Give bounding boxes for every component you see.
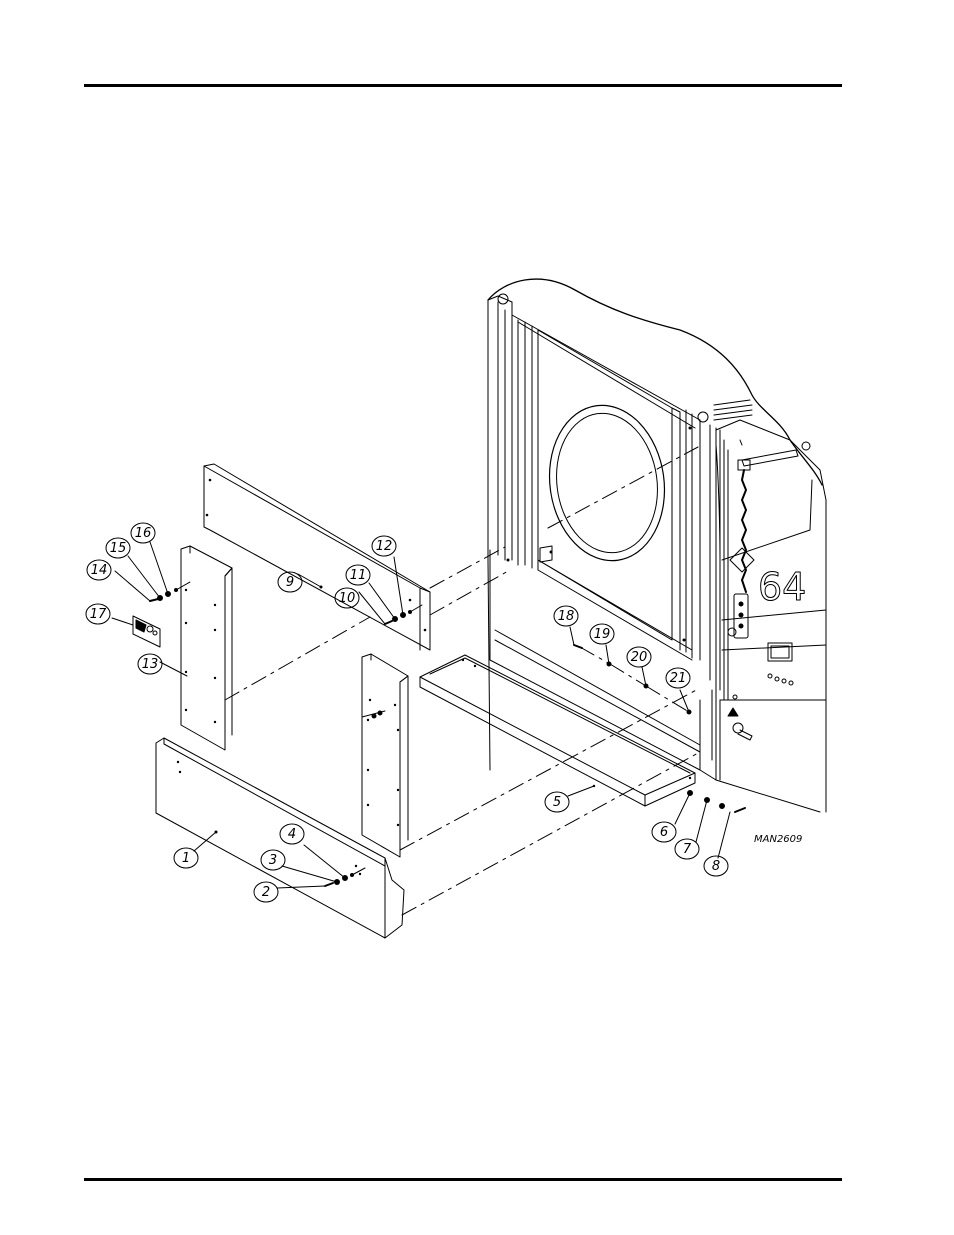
svg-text:17: 17	[90, 607, 107, 622]
svg-text:14: 14	[91, 563, 108, 578]
leader-lines	[111, 541, 731, 889]
callout-13: 13	[137, 653, 163, 675]
svg-text:16: 16	[135, 526, 152, 541]
svg-text:4: 4	[288, 827, 296, 842]
svg-text:18: 18	[558, 609, 575, 624]
svg-text:10: 10	[339, 591, 356, 606]
part-1-front-panel	[155, 737, 405, 939]
callout-15: 15	[105, 537, 131, 559]
svg-text:21: 21	[670, 671, 687, 686]
svg-text:9: 9	[286, 575, 294, 590]
svg-text:2: 2	[262, 885, 270, 900]
svg-text:6: 6	[660, 825, 668, 840]
callout-12: 12	[371, 535, 397, 557]
callout-21: 21	[665, 667, 691, 689]
callout-7: 7	[674, 838, 700, 860]
part-13-left-side-panel	[180, 545, 233, 751]
callout-balloons: 1 2 3 4 5 6 7 8 9 10 11 12 13 14 15 16 1…	[85, 522, 729, 903]
callout-20: 20	[626, 646, 652, 668]
callout-14: 14	[86, 559, 112, 581]
callout-4: 4	[279, 823, 305, 845]
svg-text:8: 8	[712, 859, 720, 874]
svg-text:3: 3	[269, 853, 277, 868]
svg-text:12: 12	[376, 539, 393, 554]
svg-text:13: 13	[142, 657, 159, 672]
svg-text:1: 1	[182, 851, 190, 866]
svg-text:11: 11	[350, 568, 367, 583]
footer-rule	[84, 1178, 842, 1181]
callout-1: 1	[173, 847, 199, 869]
callout-9: 9	[277, 571, 303, 593]
callout-18: 18	[553, 605, 579, 627]
callout-2: 2	[253, 881, 279, 903]
callout-16: 16	[130, 522, 156, 544]
right-side-panel	[361, 653, 409, 858]
callout-19: 19	[589, 623, 615, 645]
assembly-lines	[175, 446, 701, 916]
callout-5: 5	[544, 791, 570, 813]
callout-17: 17	[85, 603, 111, 625]
part-5-base-tray	[419, 654, 696, 807]
svg-text:20: 20	[631, 650, 648, 665]
callout-8: 8	[703, 855, 729, 877]
callout-10: 10	[334, 587, 360, 609]
drawing-number: MAN2609	[754, 834, 802, 845]
part-17-decal	[132, 615, 161, 648]
hardware-fasteners	[149, 588, 746, 887]
svg-text:7: 7	[683, 842, 692, 857]
callout-11: 11	[345, 564, 371, 586]
callout-3: 3	[260, 849, 286, 871]
part-9-rear-panel	[203, 463, 431, 651]
svg-text:19: 19	[594, 627, 611, 642]
svg-text:15: 15	[110, 541, 127, 556]
header-rule	[84, 84, 842, 87]
panel-brand-number: 64	[758, 565, 806, 609]
callout-6: 6	[651, 821, 677, 843]
svg-text:5: 5	[553, 795, 561, 810]
machine-cabinet: 64	[487, 278, 827, 813]
